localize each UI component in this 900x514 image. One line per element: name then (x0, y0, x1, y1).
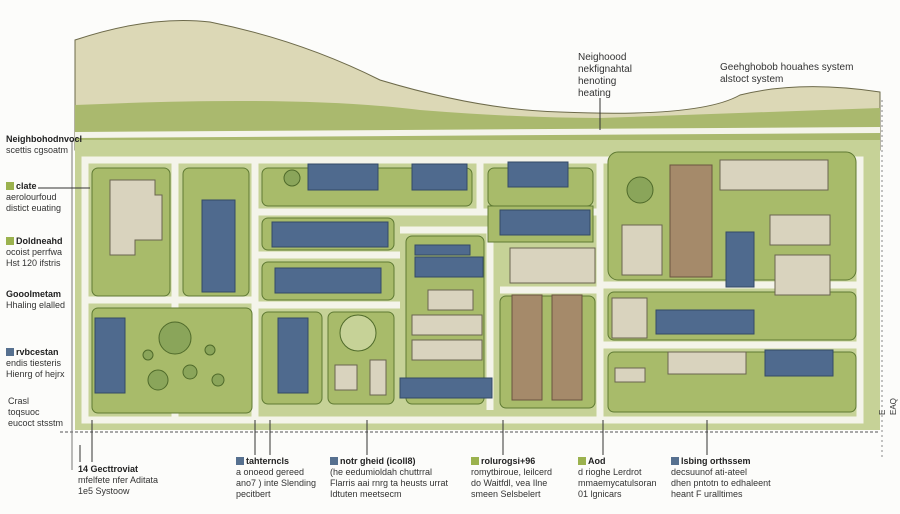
label-title: Neighbohodnvocl (6, 134, 82, 144)
label-line: 01 lgnicars (578, 489, 622, 499)
label-line: toqsuoc (8, 407, 40, 417)
label-line: henoting (578, 76, 617, 87)
label-line: aerolourfoud (6, 192, 57, 202)
blue-swatch-icon (330, 457, 338, 465)
label-line: do Waitfdl, vea Ilne (471, 478, 548, 488)
label-title: Doldneahd (16, 236, 63, 246)
label-line: heating (578, 88, 611, 99)
solar-arrays (94, 161, 834, 399)
label-line: alstoct system (720, 74, 784, 85)
label-line: Idtuten meetsecm (330, 489, 402, 499)
label-line: scettis cgsoatm (6, 145, 69, 155)
label-title: lsbing orthssem (681, 456, 751, 466)
label-line: distict euating (6, 203, 62, 213)
right-edge-label: E EAQ (878, 398, 898, 415)
label-line: decsuunof ati-ateel (671, 467, 748, 477)
label-line: Geehghobob houahes system (720, 62, 854, 73)
label-line: Neighoood (578, 52, 627, 63)
buildings (109, 159, 831, 396)
blue-swatch-icon (236, 457, 244, 465)
trees (142, 169, 654, 391)
top-label-geothermal-system: Geehghobob houahes system alstoct system (720, 62, 853, 86)
hill-green-band (75, 101, 880, 150)
label-title: rolurogsi+96 (481, 456, 536, 466)
label-line: mmaemycatulsoran (578, 478, 657, 488)
label-line: d rioghe Lerdrot (578, 467, 642, 477)
label-line: endis tiesteris (6, 358, 62, 368)
label-title: clate (16, 181, 37, 191)
label-line: Hhaling elalled (6, 300, 66, 310)
green-swatch-icon (578, 457, 586, 465)
label-line: pecitbert (236, 489, 271, 499)
label-line: mfelfete nfer Aditata (78, 475, 159, 485)
green-swatch-icon (471, 457, 479, 465)
label-line: 1e5 Systoow (78, 486, 130, 496)
label-line: nekfignahtal (578, 64, 632, 75)
leader-lines (38, 187, 708, 462)
brown-fields (511, 164, 713, 401)
label-line: Hst 120 ifstris (6, 258, 61, 268)
label-title: Aod (588, 456, 606, 466)
label-line: heant F uralltimes (671, 489, 743, 499)
label-line: ano7 ) inte Slending (236, 478, 317, 488)
label-line: smeen Selsbelert (471, 489, 541, 499)
label-title: tahterncls (246, 456, 290, 466)
bottom-label-3: notr gheid (icoll8)(he eedumioldah chutt… (330, 456, 448, 500)
label-line: Flarris aai rnrg ta heusts urrat (330, 478, 449, 488)
label-title: rvbcestan (16, 347, 59, 357)
label-line: Hienrg of hejrx (6, 369, 65, 379)
green-swatch-icon (6, 182, 14, 190)
label-line: dhen pntotn to edhaleent (671, 478, 771, 488)
label-line: romytbiroue, leilcerd (471, 467, 553, 477)
label-title: 14 Gecttroviat (78, 464, 139, 474)
blue-swatch-icon (671, 457, 679, 465)
blue-swatch-icon (6, 348, 14, 356)
top-label-neighborhood-heating: Neighoood nekfignahtal henoting heating (578, 52, 632, 100)
label-line: ocoist perrfwa (6, 247, 63, 257)
label-line: (he eedumioldah chuttrral (330, 467, 433, 477)
label-title: notr gheid (icoll8) (340, 456, 416, 466)
label-title: Gooolmetam (6, 289, 62, 299)
perimeter-road (74, 127, 881, 138)
label-title: Crasl (8, 396, 30, 406)
label-line: eucoct stsstm (8, 418, 64, 428)
green-swatch-icon (6, 237, 14, 245)
label-line: a onoeod gereed (236, 467, 305, 477)
